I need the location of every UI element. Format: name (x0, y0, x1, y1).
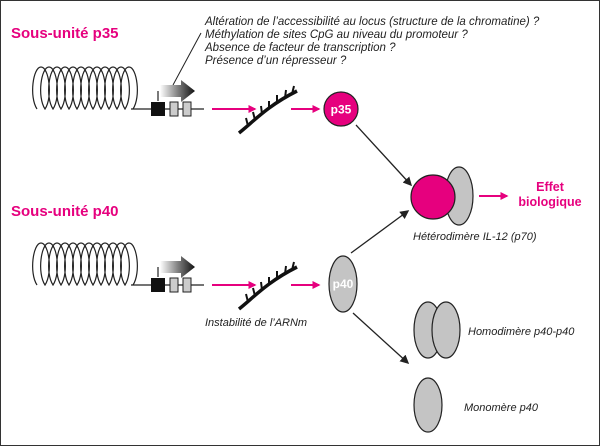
p40-promoter-box (151, 278, 165, 292)
p40-gene (131, 256, 204, 293)
question-transcription-factor: Absence de facteur de transcription ? (204, 42, 396, 54)
p35-chromatin-coil (32, 66, 138, 111)
p40-protein (328, 255, 358, 313)
p40-section-title: Sous-unité p40 (11, 203, 119, 220)
p40-transcription-start-arrow (160, 256, 195, 278)
effect-label-line-2: biologique (518, 195, 581, 209)
p40-protein-label: p40 (333, 277, 354, 291)
p35-promoter-box (151, 102, 165, 116)
p35-mrna-strand (237, 89, 298, 135)
p35-protein-label: p35 (331, 103, 352, 117)
p35-section-title: Sous-unité p35 (11, 25, 119, 42)
p40-mrna-strand (237, 265, 298, 311)
p40-mrna (237, 261, 298, 311)
heterodimer-label: Hétérodimère IL-12 (p70) (413, 231, 537, 243)
question-repressor: Présence d’un répresseur ? (205, 55, 347, 67)
p40-exon-box-1 (169, 277, 179, 293)
effect-label-line-1: Effet (536, 180, 565, 194)
heterodimer-il12 (410, 166, 474, 226)
homodimer-subunit-2 (431, 301, 461, 359)
p35-transcription-start-arrow (160, 80, 195, 102)
question-chromatin: Altération de l’accessibilité au locus (… (204, 16, 540, 28)
question-pointer-line (172, 32, 202, 86)
monomer-p40 (413, 377, 443, 433)
p35-mrna (237, 85, 298, 135)
p35-exon-box-2 (182, 101, 192, 117)
heterodimer-p35-subunit (410, 174, 456, 220)
question-cpg-methylation: Méthylation de sites CpG au niveau du pr… (205, 29, 468, 41)
p40-to-monomer-arrow (352, 312, 410, 365)
homodimer-p40 (413, 301, 461, 359)
p35-gene (131, 80, 204, 117)
p40-chromatin-coil (32, 242, 138, 287)
p35-protein (323, 91, 359, 127)
homodimer-label: Homodimère p40-p40 (468, 326, 575, 338)
p35-exon-box-1 (169, 101, 179, 117)
p35-to-heterodimer-arrow (355, 124, 413, 187)
monomer-label: Monomère p40 (464, 402, 539, 414)
p40-to-heterodimer-arrow (350, 210, 410, 254)
p40-exon-box-2 (182, 277, 192, 293)
p35-question-list: Altération de l’accessibilité au locus (… (204, 16, 540, 67)
mrna-instability-label: Instabilité de l’ARNm (205, 317, 307, 329)
